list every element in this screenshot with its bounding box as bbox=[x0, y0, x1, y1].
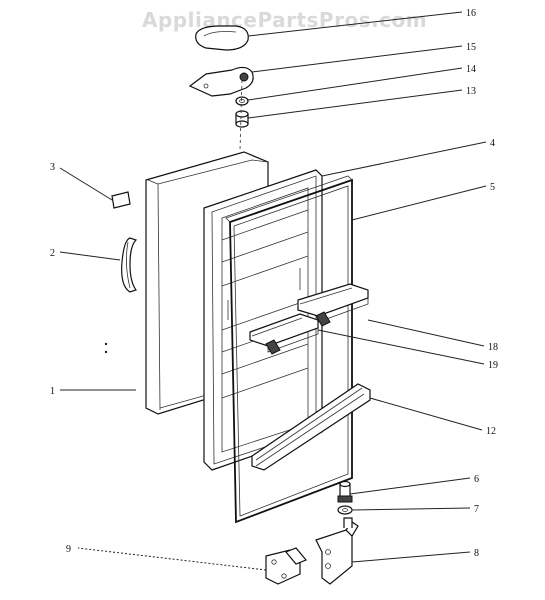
screw-dot bbox=[104, 350, 108, 354]
callout-3: 3 bbox=[50, 162, 55, 173]
callout-4: 4 bbox=[490, 138, 495, 149]
part-15-top-hinge[interactable] bbox=[188, 66, 254, 97]
callout-9: 9 bbox=[66, 544, 71, 555]
part-8-bottom-hinge[interactable] bbox=[315, 517, 359, 585]
callout-15: 15 bbox=[466, 42, 476, 53]
callout-1: 1 bbox=[50, 386, 55, 397]
callout-7: 7 bbox=[474, 504, 479, 515]
callout-18: 18 bbox=[488, 342, 498, 353]
callout-16: 16 bbox=[466, 8, 476, 19]
part-6-hinge-pin[interactable] bbox=[337, 480, 353, 503]
screw-dot bbox=[104, 342, 108, 346]
callout-2: 2 bbox=[50, 248, 55, 259]
watermark-text: AppliancePartsPros.com bbox=[142, 8, 428, 32]
callout-6: 6 bbox=[474, 474, 479, 485]
callout-5: 5 bbox=[490, 182, 495, 193]
callout-12: 12 bbox=[486, 426, 496, 437]
part-14-washer[interactable] bbox=[235, 96, 249, 106]
part-9-hinge-shim[interactable] bbox=[265, 547, 307, 585]
part-19-lower-shelf[interactable] bbox=[249, 313, 319, 355]
callout-19: 19 bbox=[488, 360, 498, 371]
part-13-bushing[interactable] bbox=[235, 110, 249, 128]
part-18-upper-shelf[interactable] bbox=[297, 283, 369, 327]
part-16-hinge-cover[interactable] bbox=[195, 25, 249, 51]
callout-13: 13 bbox=[466, 86, 476, 97]
callout-8: 8 bbox=[474, 548, 479, 559]
part-7-washer[interactable] bbox=[337, 505, 353, 515]
part-3-badge[interactable] bbox=[111, 191, 131, 209]
leader-lines bbox=[59, 11, 487, 571]
part-2-door-handle[interactable] bbox=[121, 237, 138, 293]
callout-14: 14 bbox=[466, 64, 476, 75]
part-12-bottom-rail[interactable] bbox=[251, 383, 371, 471]
part-5-door-gasket[interactable] bbox=[225, 175, 353, 524]
